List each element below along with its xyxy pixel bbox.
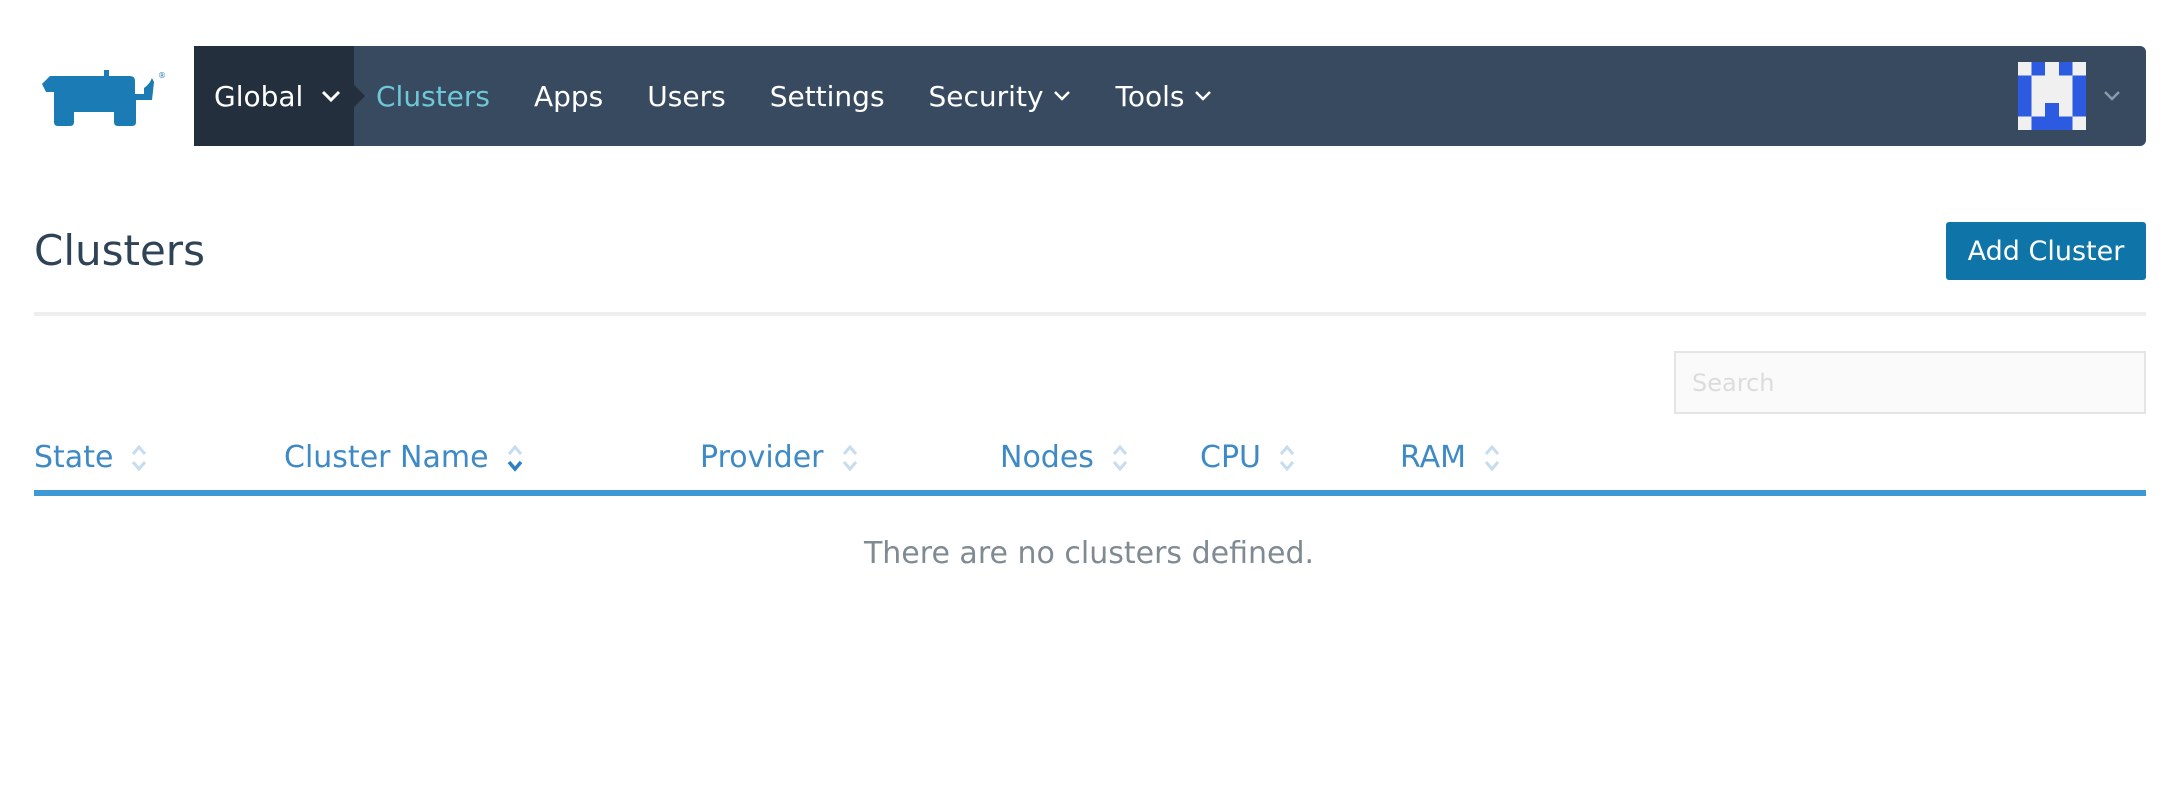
nav-label: Clusters [376,79,490,113]
sort-descending-icon [507,444,522,472]
nav-label: Security [928,79,1044,113]
search-input[interactable] [1674,351,2146,414]
column-header-provider[interactable]: Provider [700,440,860,475]
chevron-down-icon [1194,91,1211,101]
add-cluster-button[interactable]: Add Cluster [1946,222,2146,280]
nav-item-users[interactable]: Users [647,80,725,113]
nav-label: Tools [1115,79,1185,113]
user-menu[interactable] [2018,62,2122,130]
nav-item-security[interactable]: Security [929,80,1072,113]
chevron-down-icon [1053,91,1070,101]
column-header-cpu[interactable]: CPU [1200,440,1297,475]
column-label: Cluster Name [284,440,489,475]
column-header-cluster-name[interactable]: Cluster Name [284,440,525,475]
nav-label: Users [647,79,726,113]
sort-icon [842,444,857,471]
column-header-ram[interactable]: RAM [1400,440,1502,475]
column-label: CPU [1200,440,1261,475]
column-header-nodes[interactable]: Nodes [1000,440,1130,475]
nav-item-tools[interactable]: Tools [1116,80,1213,113]
scope-switcher-global[interactable]: Global [194,46,365,146]
column-label: RAM [1400,440,1467,475]
column-label: Nodes [1000,440,1094,475]
sort-icon [1112,444,1128,471]
sort-icon [132,444,147,471]
divider [34,312,2146,316]
empty-state-message: There are no clusters defined. [863,536,1315,571]
nav-item-settings[interactable]: Settings [770,80,885,113]
sort-icon [1279,444,1295,471]
nav-label: Apps [533,79,604,113]
page-title: Clusters [34,226,205,275]
nav-label: Settings [769,79,885,113]
top-nav: Global Clusters Apps Users Settings Secu… [194,46,2146,146]
column-label: Provider [700,440,824,475]
svg-text:®: ® [158,71,166,80]
column-header-state[interactable]: State [34,440,149,475]
nav-item-clusters[interactable]: Clusters [376,80,490,113]
scope-label: Global [214,79,304,113]
avatar-icon [2018,62,2086,130]
rancher-logo-icon[interactable]: ® [34,64,172,130]
sort-icon [1484,444,1500,471]
nav-item-apps[interactable]: Apps [534,80,603,113]
column-label: State [34,440,114,475]
table-header: State Cluster Name Provider Nodes CPU RA… [34,436,2146,496]
chevron-down-icon [322,90,341,103]
chevron-down-icon [2104,91,2120,101]
